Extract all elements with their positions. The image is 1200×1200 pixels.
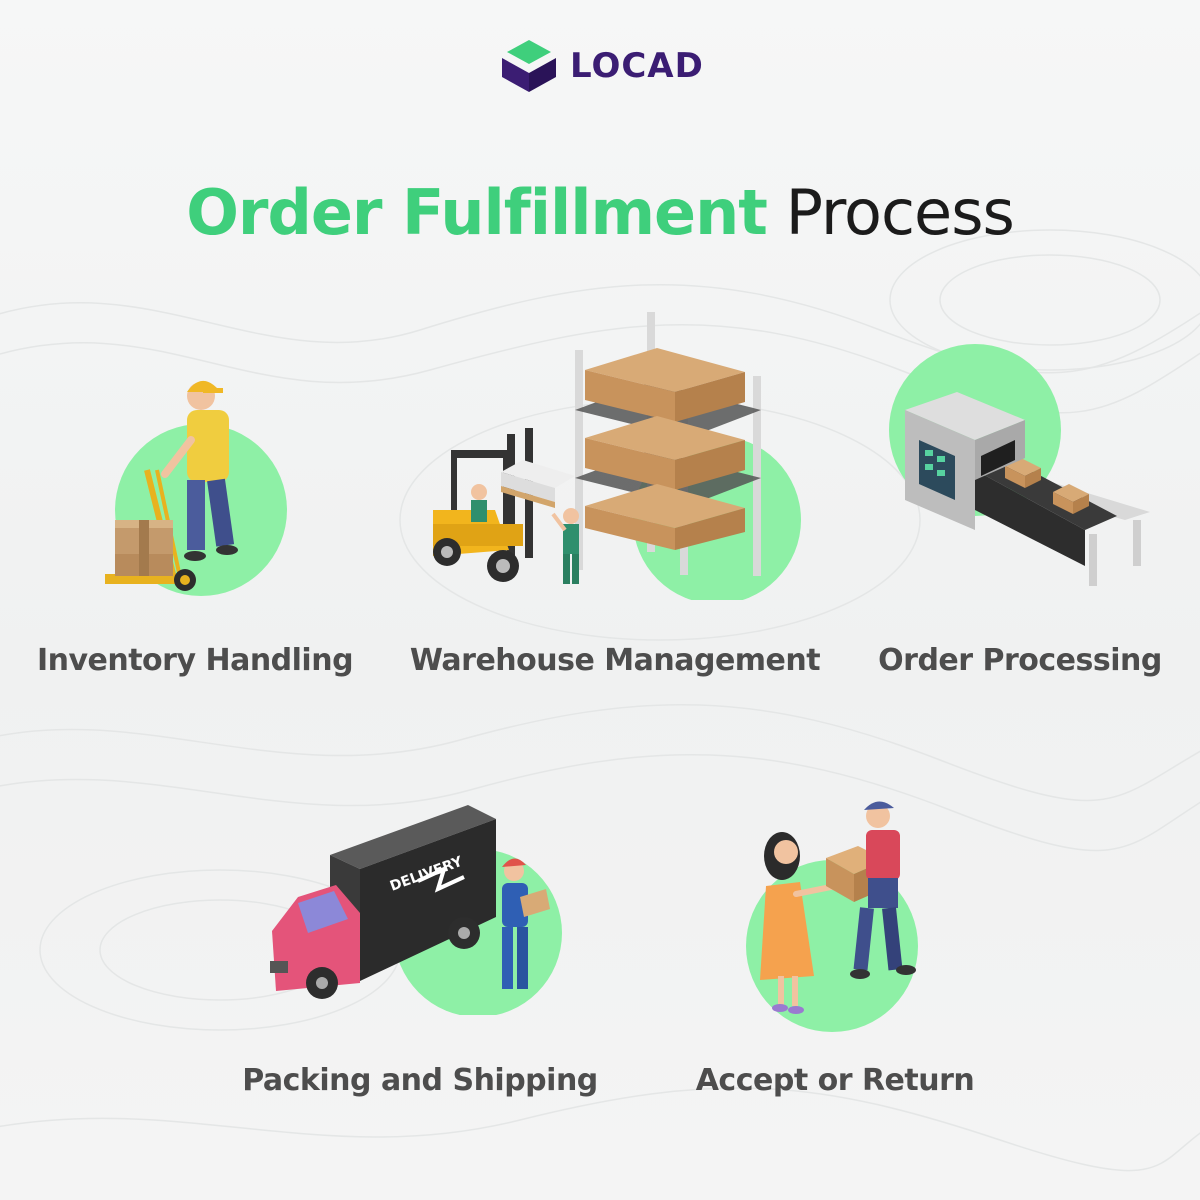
step-warehouse-management [425,310,805,600]
page-title: Order Fulfillment Process [0,176,1200,249]
brand-logo: LOCAD [500,38,704,94]
warehouse-forklift-illustration [433,312,801,600]
step-order-processing [885,340,1155,600]
delivery-truck-illustration: DELIVERY [270,805,562,1015]
brand-name: LOCAD [570,46,704,86]
title-rest: Process [785,176,1015,249]
step-inventory-handling [95,370,305,600]
locad-cube-icon [502,40,556,92]
step-label-inventory-handling: Inventory Handling [36,643,354,678]
inventory-worker-illustration [105,380,287,596]
step-accept-or-return [740,790,930,1035]
step-packing-and-shipping: DELIVERY [268,785,568,1015]
conveyor-scanner-illustration [889,344,1150,586]
step-label-packing-and-shipping: Packing and Shipping [242,1063,598,1098]
step-label-warehouse-management: Warehouse Management [409,643,821,678]
step-label-order-processing: Order Processing [878,643,1162,678]
step-label-accept-or-return: Accept or Return [695,1063,975,1098]
title-accent: Order Fulfillment [186,176,768,249]
package-handoff-illustration [746,801,918,1032]
